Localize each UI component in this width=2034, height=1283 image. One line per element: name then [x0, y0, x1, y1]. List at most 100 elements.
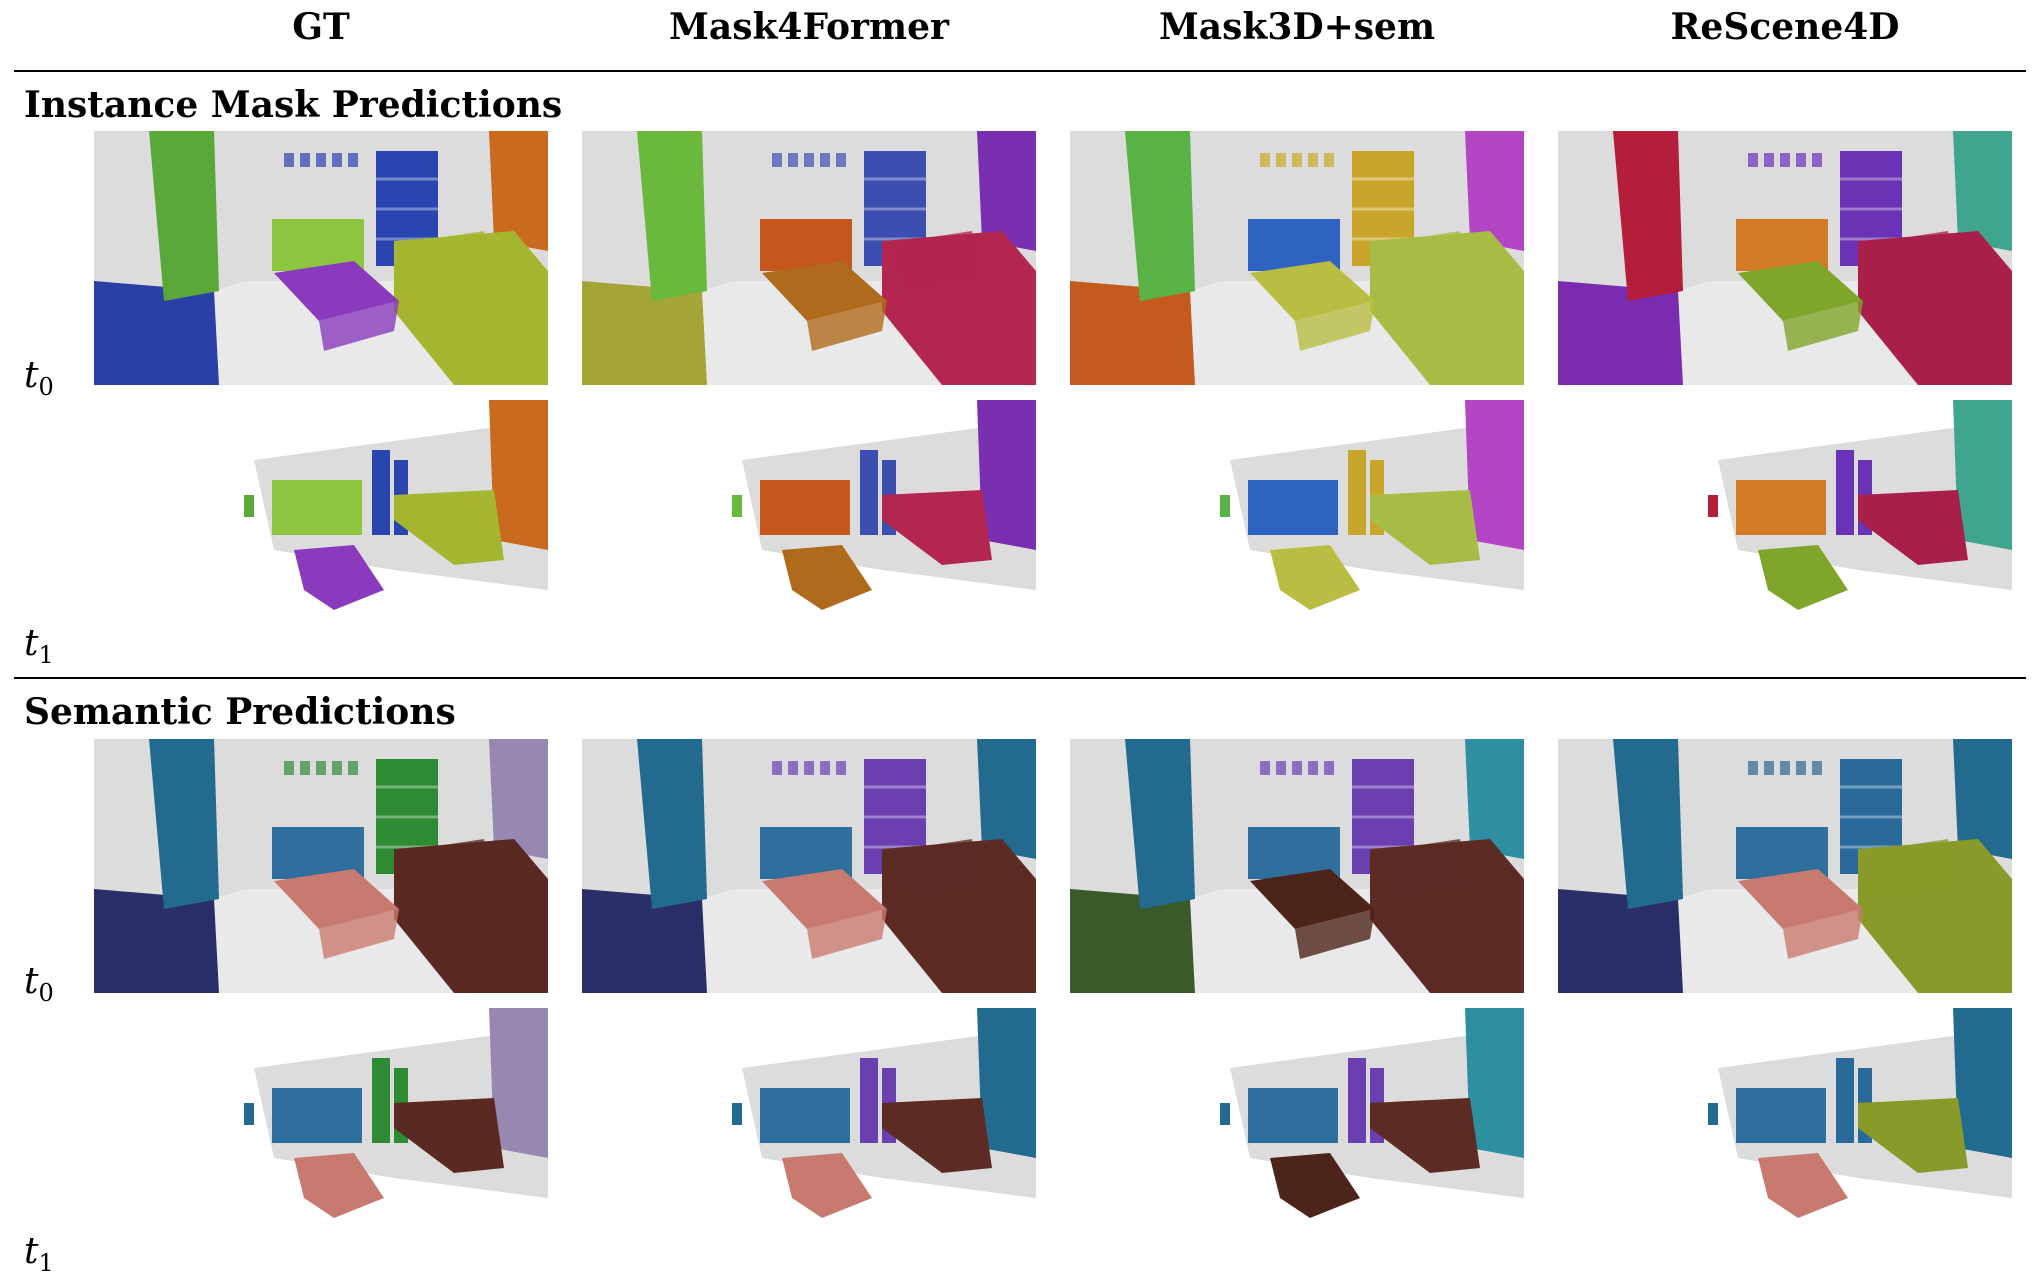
coffee-table: [1270, 1153, 1360, 1218]
shelf-fragment: [732, 1103, 742, 1125]
back-dresser: [272, 480, 362, 535]
sofa-back: [892, 231, 982, 291]
curtain: [489, 739, 548, 859]
panel-semantic-m3d-t1: [1070, 1008, 1524, 1218]
curtain: [1953, 131, 2012, 251]
curtain: [1465, 1008, 1524, 1158]
coffee-table: [1758, 1153, 1848, 1218]
sofa: [1858, 490, 1968, 565]
panel-instance-gt-t0: [94, 131, 548, 385]
curtain: [1953, 400, 2012, 550]
section-title-instance: Instance Mask Predictions: [24, 84, 563, 126]
sofa: [1370, 1098, 1480, 1173]
curtain: [977, 1008, 1036, 1158]
time-label-t0-semantic: t0: [24, 961, 54, 1008]
scene-semantic-m3d-t1: [1070, 1008, 1524, 1218]
front-cabinet: [1558, 281, 1683, 385]
panel-instance-r4d-t0: [1558, 131, 2012, 385]
curtain: [1953, 739, 2012, 859]
coffee-table-base: [319, 301, 399, 351]
coffee-table-top: [1738, 261, 1863, 321]
scene-instance-r4d-t1: [1558, 400, 2012, 610]
front-cabinet: [1070, 889, 1195, 993]
curtain: [1465, 400, 1524, 550]
sofa-back: [1868, 839, 1958, 899]
sofa: [394, 490, 504, 565]
curtain: [489, 1008, 548, 1158]
tall-shelf: [637, 739, 707, 909]
coffee-table: [782, 1153, 872, 1218]
panel-semantic-m3d-t0: [1070, 739, 1524, 993]
column-header-gt: GT: [292, 6, 350, 48]
header-rule: [14, 70, 2026, 72]
panel-instance-m4f-t1: [582, 400, 1036, 610]
panel-instance-m4f-t0: [582, 131, 1036, 385]
time-label-t1-instance: t1: [24, 623, 54, 670]
tall-shelf: [1125, 131, 1195, 301]
coffee-table-base: [807, 909, 887, 959]
scene-instance-m3d-t0: [1070, 131, 1524, 385]
coffee-table-top: [274, 869, 399, 929]
scene-instance-r4d-t0: [1558, 131, 2012, 385]
sofa: [394, 1098, 504, 1173]
front-cabinet: [582, 281, 707, 385]
scene-semantic-m4f-t0: [582, 739, 1036, 993]
sofa-back: [1868, 231, 1958, 291]
shelf-fragment: [1708, 495, 1718, 517]
curtain: [489, 131, 548, 251]
coffee-table-base: [1295, 301, 1375, 351]
coffee-table-base: [319, 909, 399, 959]
panel-semantic-r4d-t1: [1558, 1008, 2012, 1218]
coffee-table-top: [1250, 869, 1375, 929]
front-cabinet: [94, 889, 219, 993]
front-cabinet: [582, 889, 707, 993]
panel-instance-m3d-t0: [1070, 131, 1524, 385]
back-dresser: [272, 1088, 362, 1143]
bookcase: [372, 1058, 390, 1143]
shelf-fragment: [732, 495, 742, 517]
column-header-mask4former: Mask4Former: [669, 6, 949, 48]
coffee-table-base: [1783, 301, 1863, 351]
scene-instance-gt-t0: [94, 131, 548, 385]
front-cabinet: [1558, 889, 1683, 993]
sofa-back: [404, 231, 494, 291]
scene-semantic-r4d-t0: [1558, 739, 2012, 993]
tall-shelf: [637, 131, 707, 301]
time-label-t1-semantic: t1: [24, 1231, 54, 1278]
back-dresser: [1736, 1088, 1826, 1143]
panel-semantic-gt-t0: [94, 739, 548, 993]
curtain: [1953, 1008, 2012, 1158]
back-dresser: [1248, 1088, 1338, 1143]
coffee-table: [294, 1153, 384, 1218]
coffee-table: [1758, 545, 1848, 610]
coffee-table: [1270, 545, 1360, 610]
tall-shelf: [149, 131, 219, 301]
shelf-fragment: [244, 1103, 254, 1125]
panel-semantic-m4f-t1: [582, 1008, 1036, 1218]
scene-semantic-m4f-t1: [582, 1008, 1036, 1218]
coffee-table-top: [274, 261, 399, 321]
sofa-back: [404, 839, 494, 899]
tall-shelf: [1613, 739, 1683, 909]
scene-semantic-m3d-t0: [1070, 739, 1524, 993]
coffee-table-base: [1783, 909, 1863, 959]
bookcase: [860, 1058, 878, 1143]
tall-shelf: [1613, 131, 1683, 301]
scene-instance-m3d-t1: [1070, 400, 1524, 610]
front-cabinet: [1070, 281, 1195, 385]
bookcase: [372, 450, 390, 535]
section-title-semantic: Semantic Predictions: [24, 691, 456, 733]
coffee-table-top: [762, 261, 887, 321]
coffee-table-base: [807, 301, 887, 351]
sofa: [1370, 490, 1480, 565]
sofa: [1858, 1098, 1968, 1173]
column-header-rescene4d: ReScene4D: [1670, 6, 1900, 48]
tall-shelf: [149, 739, 219, 909]
coffee-table: [782, 545, 872, 610]
sofa: [882, 490, 992, 565]
back-dresser: [1736, 480, 1826, 535]
coffee-table-top: [1738, 869, 1863, 929]
scene-semantic-gt-t1: [94, 1008, 548, 1218]
scene-semantic-r4d-t1: [1558, 1008, 2012, 1218]
scene-instance-m4f-t0: [582, 131, 1036, 385]
